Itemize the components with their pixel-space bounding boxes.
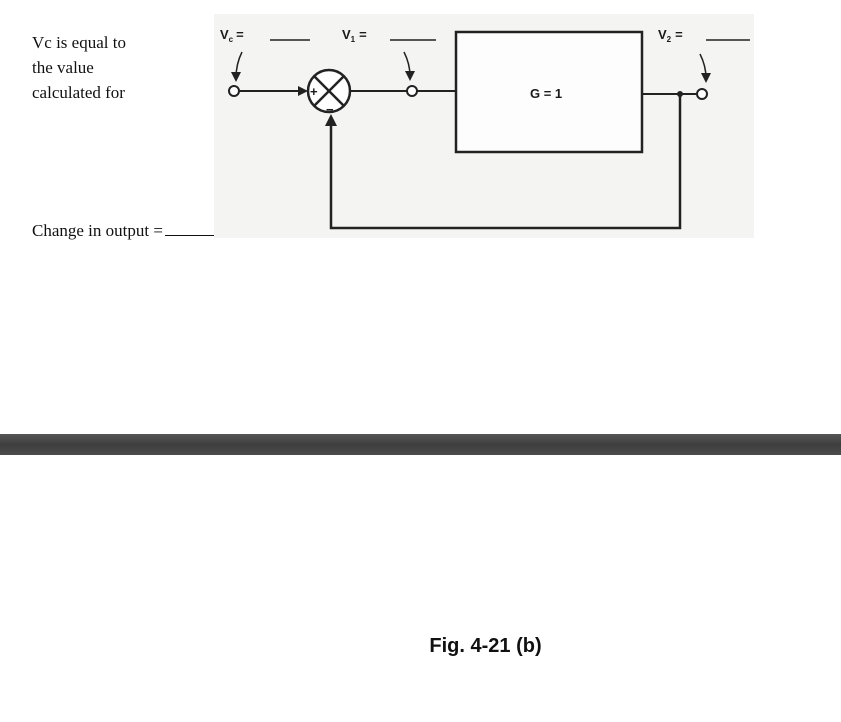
page-divider-bar [0,434,841,455]
v1-node [406,85,418,97]
feedback-arrowhead [325,114,337,126]
v2-label: V2= [658,27,683,44]
block-diagram-svg: Vc= + − V1= G = 1 V2= [214,14,754,238]
vc-label: Vc= [220,27,244,44]
question-line-2: the value [32,58,94,77]
change-in-output-label: Change in output = [32,221,163,240]
answer-blank[interactable] [164,222,253,236]
gain-block-label: G = 1 [530,86,562,101]
question-line-3: calculated for [32,83,125,102]
minus-sign: − [326,102,334,117]
v2-arrowhead [701,73,711,83]
gain-block [454,30,644,154]
vc-arrowhead [231,72,241,82]
input-node [228,85,240,97]
figure-caption: Fig. 4-21 (b) [429,635,542,657]
feedback-path [329,94,682,230]
plus-sign: + [310,84,318,99]
input-arrowhead [298,86,308,96]
question-line-1: Vc is equal to [32,33,126,52]
v1-arrowhead [405,71,415,81]
output-node [696,88,708,100]
block-diagram: Vc= + − V1= G = 1 V2= [214,14,754,238]
v1-label: V1= [342,27,367,44]
summing-x-line-2 [313,75,345,107]
question-text: Vc is equal to the value calculated for [32,30,202,105]
